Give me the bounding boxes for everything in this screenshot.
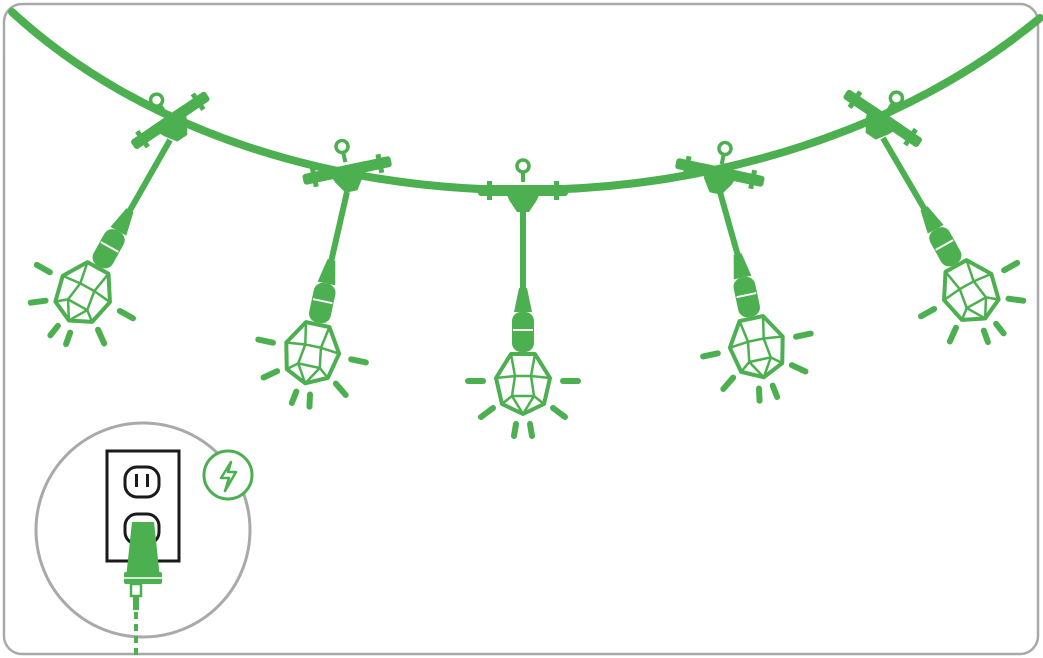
lightning-bolt-icon [204,451,252,499]
